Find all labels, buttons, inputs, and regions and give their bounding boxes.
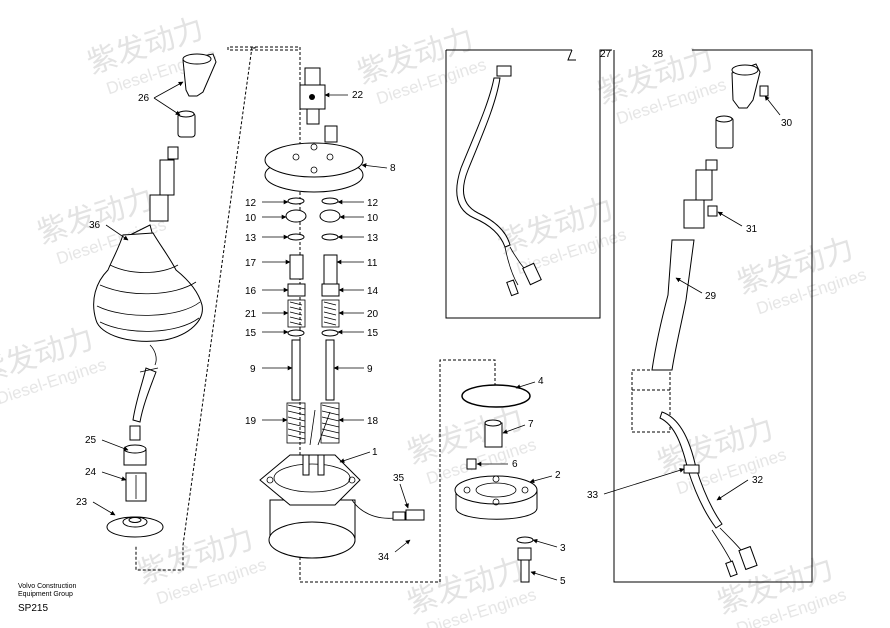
part-31-screw [707,205,718,217]
frame-27 [445,49,612,319]
label-12-right: 12 [367,198,379,209]
label-22: 22 [352,90,364,101]
part-36-lever-boot [93,146,203,441]
label-1: 1 [372,447,378,458]
dashed-frame-left [135,46,496,583]
label-10-right: 10 [367,213,379,224]
part-7-sleeve [484,419,503,448]
part-26-knob [177,53,217,138]
label-10-left: 10 [245,213,257,224]
label-25: 25 [85,435,97,446]
frame-28 [613,49,813,583]
label-33: 33 [587,490,599,501]
label-27: 27 [600,49,612,60]
leader-lines [92,81,781,581]
label-13-right: 13 [367,233,379,244]
label-7: 7 [528,419,534,430]
label-3: 3 [560,543,566,554]
label-19: 19 [245,416,257,427]
label-18: 18 [367,416,379,427]
label-14: 14 [367,286,379,297]
label-15-left: 15 [245,328,257,339]
label-36: 36 [89,220,101,231]
label-8: 8 [390,163,396,174]
label-29: 29 [705,291,717,302]
label-11: 11 [367,258,378,269]
label-34: 34 [378,552,390,563]
caption-line-2: Equipment Group [18,591,73,598]
label-13-left: 13 [245,233,257,244]
part-27-cable [456,65,542,297]
label-23: 23 [76,497,88,508]
label-28: 28 [652,49,664,60]
label-17: 17 [245,258,257,269]
parts-column-left [285,197,307,444]
label-24: 24 [85,467,97,478]
label-5: 5 [560,576,566,587]
label-26: 26 [138,93,150,104]
label-12-left: 12 [245,198,257,209]
part-1-housing [259,409,425,559]
part-23-plate [106,516,164,538]
label-30: 30 [781,118,793,129]
part-30-screw [759,85,769,97]
part-3-washer [516,536,534,544]
part-22-joint [299,67,326,125]
label-4: 4 [538,376,544,387]
label-15-right: 15 [367,328,379,339]
part-28-assembly [631,63,761,578]
parts-column-right [319,197,341,444]
part-2-flange [454,475,538,520]
part-8-plate [264,142,364,193]
part-5-bolt [517,547,532,583]
label-2: 2 [555,470,561,481]
label-9-left: 9 [250,364,256,375]
label-16: 16 [245,286,257,297]
label-31: 31 [746,224,758,235]
label-35: 35 [393,473,405,484]
label-9-right: 9 [367,364,373,375]
label-20: 20 [367,309,379,320]
part-6-pin [466,458,477,470]
part-24-coupler [125,472,147,502]
publisher-caption: Volvo Construction Equipment Group [18,583,76,599]
part-small-insert [324,125,338,143]
caption-line-1: Volvo Construction [18,583,77,590]
part-4-oring [461,384,531,408]
part-25-nut [123,444,147,466]
callout-labels: 26 22 8 36 12 12 10 10 13 13 17 11 16 14… [76,49,793,587]
label-32: 32 [752,475,764,486]
label-21: 21 [245,309,257,320]
label-6: 6 [512,459,518,470]
diagram-code: SP215 [18,603,49,614]
